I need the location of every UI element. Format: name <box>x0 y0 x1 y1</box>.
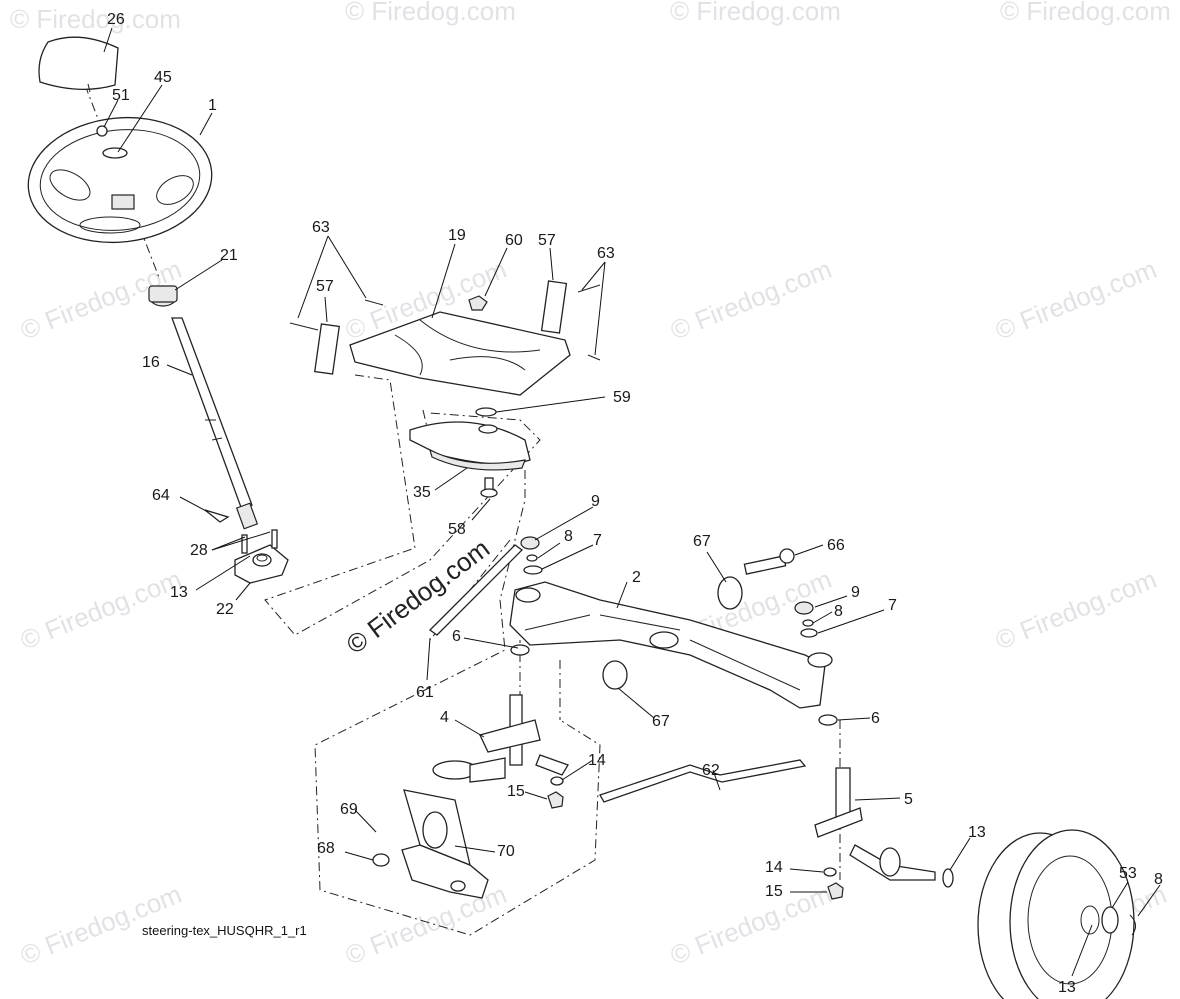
callout-label: 15 <box>507 783 525 800</box>
callout-label: 45 <box>154 69 172 86</box>
callout-label: 53 <box>1119 865 1137 882</box>
callout-label: 66 <box>827 537 845 554</box>
callout-label: 64 <box>152 487 170 504</box>
callout-label: 59 <box>613 389 631 406</box>
callout-label: 4 <box>440 709 449 726</box>
left-spindle <box>432 694 569 783</box>
callout-label: 70 <box>497 843 515 860</box>
callout-label: 21 <box>220 247 238 264</box>
callout-label: 5 <box>904 791 913 808</box>
callout-label: 62 <box>702 762 720 779</box>
diagram-caption: steering-tex_HUSQHR_1_r1 <box>142 923 307 938</box>
front-axle <box>509 548 833 709</box>
callout-label: 7 <box>593 532 602 549</box>
watermark: © Firedog.com <box>345 0 516 26</box>
callout-label: 69 <box>340 801 358 818</box>
steering-shaft-assembly <box>148 285 259 530</box>
callout-label: 6 <box>871 710 880 727</box>
steering-cap <box>38 36 119 93</box>
callout-label: 67 <box>693 533 711 550</box>
callout-label: 14 <box>588 752 606 769</box>
callout-label: 68 <box>317 840 335 857</box>
watermark: © Firedog.com <box>16 564 186 656</box>
callout-label: 22 <box>216 601 234 618</box>
callout-label: 8 <box>1154 871 1163 888</box>
steering-bracket <box>204 509 289 584</box>
callout-label: 16 <box>142 354 160 371</box>
sector-gear <box>409 407 531 498</box>
callout-label: 67 <box>652 713 670 730</box>
callout-label: 14 <box>765 859 783 876</box>
steering-plate <box>372 789 489 899</box>
callout-label: 13 <box>1058 979 1076 996</box>
watermark: © Firedog.com <box>666 254 836 346</box>
callout-label: 57 <box>316 278 334 295</box>
steering-wheel <box>27 116 213 244</box>
callout-label: 15 <box>765 883 783 900</box>
watermark: © Firedog.com <box>991 254 1161 346</box>
watermark: © Firedog.com <box>991 564 1161 656</box>
callout-labels: 26 45 51 1 21 16 64 28 13 22 63 57 19 60… <box>107 11 1163 996</box>
callout-label: 8 <box>834 603 843 620</box>
mounting-plate <box>289 280 601 396</box>
watermark: © Firedog.com <box>666 879 836 971</box>
callout-label: 26 <box>107 11 125 28</box>
pivot-pin <box>428 544 524 636</box>
callout-label: 63 <box>312 219 330 236</box>
assembly-lines <box>84 84 841 936</box>
watermark: © Firedog.com <box>10 4 181 34</box>
watermark: © Firedog.com <box>341 879 511 971</box>
callout-label: 6 <box>452 628 461 645</box>
callout-label: 1 <box>208 97 217 114</box>
callout-label: 61 <box>416 684 434 701</box>
callout-label: 19 <box>448 227 466 244</box>
front-wheel <box>977 829 1136 999</box>
callout-label: 9 <box>591 493 600 510</box>
watermark: © Firedog.com <box>670 0 841 26</box>
callout-label: 13 <box>170 584 188 601</box>
callout-label: 2 <box>632 569 641 586</box>
callout-label: 51 <box>112 87 130 104</box>
leader-lines <box>103 27 1161 977</box>
small-hardware <box>510 536 844 900</box>
callout-label: 63 <box>597 245 615 262</box>
callout-label: 9 <box>851 584 860 601</box>
callout-label: 8 <box>564 528 573 545</box>
callout-label: 58 <box>448 521 466 538</box>
callout-label: 28 <box>190 542 208 559</box>
tie-rod <box>599 759 807 803</box>
callout-label: 7 <box>888 597 897 614</box>
callout-label: 57 <box>538 232 556 249</box>
right-spindle <box>814 767 954 888</box>
callout-label: 13 <box>968 824 986 841</box>
watermark: © Firedog.com <box>1000 0 1171 26</box>
callout-label: 60 <box>505 232 523 249</box>
callout-label: 35 <box>413 484 431 501</box>
